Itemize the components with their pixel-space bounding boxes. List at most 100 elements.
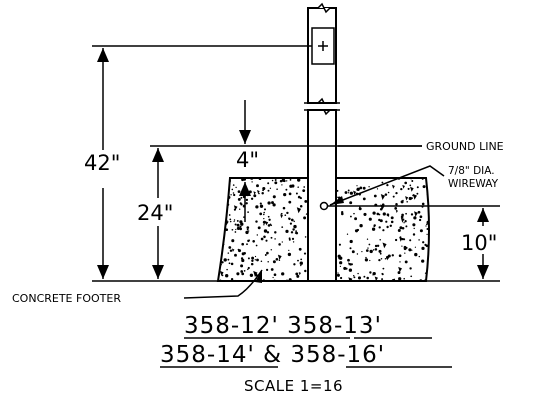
- title-block: 358-12' 358-13' 358-14' & 358-16' SCALE …: [160, 313, 452, 395]
- concrete-speckle: [385, 220, 388, 223]
- concrete-footer-label: CONCRETE FOOTER: [12, 292, 121, 305]
- concrete-speckle: [290, 231, 294, 234]
- concrete-speckle: [291, 184, 295, 188]
- concrete-speckle: [240, 264, 244, 268]
- concrete-speckle: [297, 195, 301, 199]
- concrete-speckle: [233, 220, 235, 223]
- concrete-speckle: [237, 197, 241, 201]
- title-line-1: 358-12' 358-13': [184, 313, 382, 339]
- concrete-speckle: [254, 259, 256, 261]
- concrete-speckle: [374, 244, 378, 248]
- concrete-speckle: [270, 268, 274, 271]
- concrete-aggregate: [233, 205, 238, 211]
- concrete-speckle: [387, 215, 390, 217]
- concrete-speckle: [234, 223, 237, 226]
- concrete-speckle: [341, 212, 344, 216]
- concrete-speckle: [337, 196, 339, 198]
- concrete-speckle: [262, 220, 266, 224]
- concrete-speckle: [297, 186, 299, 188]
- concrete-speckle: [224, 183, 228, 187]
- concrete-speckle: [215, 224, 218, 227]
- concrete-speckle: [288, 200, 292, 204]
- concrete-speckle: [411, 180, 414, 182]
- concrete-speckle: [251, 256, 255, 260]
- post-break-top: [308, 2, 336, 14]
- concrete-speckle: [359, 224, 363, 228]
- concrete-speckle: [215, 228, 217, 230]
- concrete-speckle: [347, 192, 350, 194]
- concrete-speckle: [412, 233, 416, 236]
- concrete-speckle: [222, 180, 226, 184]
- concrete-speckle: [357, 272, 359, 275]
- concrete-speckle: [411, 197, 413, 200]
- concrete-speckle: [239, 227, 243, 231]
- concrete-speckle: [387, 191, 390, 194]
- concrete-speckle: [414, 252, 418, 257]
- ground-line-label: GROUND LINE: [426, 140, 504, 153]
- concrete-speckle: [240, 257, 244, 260]
- concrete-speckle: [221, 274, 224, 277]
- concrete-speckle: [390, 216, 394, 220]
- concrete-speckle: [270, 236, 273, 239]
- concrete-speckle: [215, 210, 217, 212]
- concrete-speckle: [401, 226, 405, 230]
- concrete-speckle: [369, 259, 371, 262]
- concrete-speckle: [426, 220, 429, 225]
- concrete-speckle: [236, 223, 240, 227]
- concrete-speckle: [216, 194, 218, 196]
- concrete-speckle: [358, 207, 362, 211]
- concrete-speckle: [425, 225, 427, 227]
- concrete-speckle: [363, 275, 366, 278]
- concrete-speckle: [223, 258, 227, 262]
- concrete-speckle: [267, 215, 270, 218]
- concrete-speckle: [255, 220, 258, 223]
- concrete-speckle: [379, 219, 383, 223]
- concrete-speckle: [278, 243, 281, 246]
- concrete-speckle: [285, 229, 289, 233]
- concrete-speckle: [389, 224, 392, 227]
- concrete-speckle: [344, 191, 348, 194]
- concrete-speckle: [401, 245, 403, 247]
- concrete-speckle: [426, 223, 428, 226]
- dimension-24: 24": [137, 148, 173, 279]
- concrete-speckle: [236, 219, 239, 222]
- concrete-speckle: [354, 217, 358, 221]
- concrete-speckle: [381, 272, 383, 275]
- concrete-speckle: [382, 212, 386, 216]
- concrete-speckle: [234, 231, 237, 233]
- concrete-speckle: [238, 249, 241, 253]
- concrete-speckle: [279, 179, 283, 183]
- concrete-speckle: [274, 181, 278, 185]
- concrete-speckle: [216, 221, 218, 223]
- concrete-speckle: [241, 178, 245, 182]
- concrete-speckle: [243, 252, 246, 255]
- post: [304, 2, 340, 282]
- concrete-speckle: [404, 220, 407, 223]
- concrete-speckle: [382, 229, 385, 232]
- concrete-speckle: [297, 259, 299, 262]
- concrete-speckle-pattern: [215, 178, 429, 281]
- concrete-aggregate: [414, 211, 418, 217]
- concrete-speckle: [365, 256, 367, 259]
- concrete-speckle: [286, 211, 289, 215]
- concrete-speckle: [221, 240, 223, 243]
- concrete-speckle: [373, 194, 377, 198]
- dimension-10: 10": [461, 208, 497, 279]
- concrete-speckle: [257, 226, 261, 230]
- concrete-speckle: [240, 270, 244, 273]
- concrete-speckle: [270, 224, 273, 227]
- concrete-speckle: [426, 233, 428, 236]
- concrete-speckle: [338, 256, 341, 260]
- concrete-speckle: [421, 259, 425, 263]
- concrete-speckle: [366, 238, 369, 240]
- concrete-aggregate: [374, 276, 378, 281]
- concrete-speckle: [230, 262, 234, 266]
- concrete-speckle: [299, 204, 303, 208]
- concrete-speckle: [374, 248, 378, 251]
- concrete-speckle: [381, 278, 384, 281]
- concrete-aggregate: [257, 190, 260, 194]
- concrete-speckle: [267, 182, 270, 185]
- concrete-speckle: [258, 192, 260, 195]
- concrete-speckle: [273, 273, 277, 277]
